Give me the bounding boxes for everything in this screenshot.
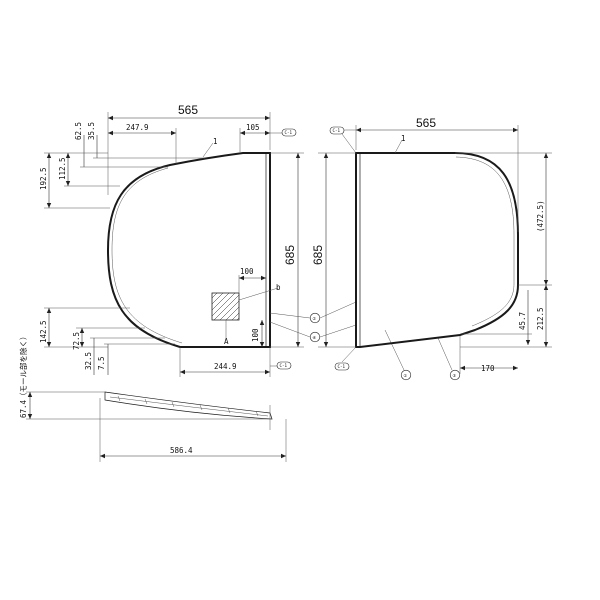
- left-dim-100-vert: 100: [251, 328, 260, 342]
- right-tag-top: C-1: [333, 128, 341, 133]
- callout-2: ②: [313, 316, 317, 321]
- side-profile: [104, 391, 273, 420]
- left-dim-192-5: 192.5: [39, 167, 48, 190]
- left-dim-142-5: 142.5: [39, 320, 48, 343]
- left-lid-contour: [111, 167, 183, 344]
- right-dim-472-5: (472.5): [536, 200, 545, 232]
- left-dim-685: 685: [283, 245, 297, 265]
- right-tag-bottom: C-1: [338, 364, 346, 369]
- callout-1: ①: [404, 373, 408, 378]
- callout-3: ③: [453, 373, 457, 378]
- side-dim-67-4: 67.4（モール部を除く）: [18, 332, 28, 418]
- right-lid-view: 565 C-1 1 685 (472.5) 212.5 45.7 170: [311, 116, 552, 374]
- grip-hatched-area: [211, 292, 240, 321]
- grip-label-a: A: [224, 337, 229, 346]
- left-lid-outline: [106, 152, 271, 348]
- left-dim-62-5: 62.5: [74, 122, 83, 140]
- left-dim-72-5: 72.5: [72, 332, 81, 350]
- right-dim-45-7: 45.7: [518, 312, 527, 330]
- right-dim-565: 565: [416, 116, 436, 130]
- left-dim-7-5: 7.5: [97, 356, 106, 370]
- right-dim-212-5: 212.5: [536, 307, 545, 330]
- right-lid-outline: [355, 152, 519, 348]
- side-view: 67.4（モール部を除く） 586.4: [18, 332, 287, 462]
- right-lid-contour: [455, 156, 515, 327]
- callouts: ② ④ ① ③: [269, 301, 461, 381]
- callout-4: ④: [313, 335, 317, 340]
- left-lid-view: 565 247.9 105 C-1 1 62.5 35.5 112.5 192.…: [39, 103, 304, 377]
- right-edge-label: 1: [401, 134, 406, 143]
- left-dim-565: 565: [178, 103, 198, 117]
- left-dim-244-9: 244.9: [214, 362, 237, 371]
- left-dim-35-5: 35.5: [87, 122, 96, 140]
- left-tag-bottom: C-1: [280, 363, 288, 368]
- right-dim-685: 685: [311, 245, 325, 265]
- left-dim-32-5: 32.5: [84, 352, 93, 370]
- left-tag-top: C-1: [285, 130, 293, 135]
- left-dim-112-5: 112.5: [58, 157, 67, 180]
- left-edge-label: 1: [213, 137, 218, 146]
- left-dim-grip-100: 100: [240, 267, 254, 276]
- left-dim-247-9: 247.9: [126, 123, 149, 132]
- grip-label-b: b: [276, 283, 281, 292]
- left-dim-105: 105: [246, 123, 260, 132]
- right-dim-170: 170: [481, 364, 495, 373]
- side-dim-586-4: 586.4: [170, 446, 193, 455]
